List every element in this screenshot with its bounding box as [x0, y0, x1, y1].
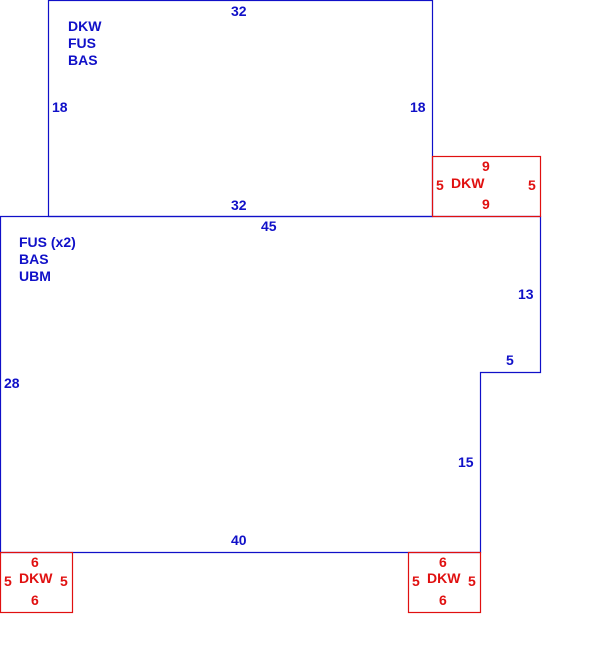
bottom-left-deck-outline	[0, 551, 74, 614]
bottom-left-deck-left-dimension: 5	[4, 573, 12, 589]
bottom-right-deck-bottom-dimension: 6	[439, 592, 447, 608]
lower-block-notch-step-dimension: 5	[506, 352, 514, 368]
bottom-left-deck-right-dimension: 5	[60, 573, 68, 589]
right-deck-top-dimension: 9	[482, 158, 490, 174]
bottom-right-deck-top-dimension: 6	[439, 554, 447, 570]
upper-block-left-dimension: 18	[52, 99, 68, 115]
lower-block-right-upper-dimension: 13	[518, 286, 534, 302]
lower-block-right-lower-dimension: 15	[458, 454, 474, 470]
bottom-left-deck-bottom-dimension: 6	[31, 592, 39, 608]
right-deck-label: DKW	[451, 175, 485, 191]
bottom-right-deck-right-dimension: 5	[468, 573, 476, 589]
bottom-left-deck-top-dimension: 6	[31, 554, 39, 570]
upper-block-bottom-dimension: 32	[231, 197, 247, 213]
area-code: FUS	[68, 35, 96, 51]
lower-block-left-dimension: 28	[4, 375, 20, 391]
upper-block-outline	[47, 0, 434, 218]
right-deck-left-dimension: 5	[436, 177, 444, 193]
right-deck-right-dimension: 5	[528, 177, 536, 193]
area-code: FUS (x2)	[19, 234, 76, 250]
bottom-right-deck-outline	[407, 551, 482, 614]
upper-block-right-dimension: 18	[410, 99, 426, 115]
area-code: BAS	[68, 52, 98, 68]
bottom-right-deck-label: DKW	[427, 570, 461, 586]
lower-block-outline	[0, 215, 542, 554]
bottom-left-deck-label: DKW	[19, 570, 53, 586]
right-deck-bottom-dimension: 9	[482, 196, 490, 212]
upper-block-top-dimension: 32	[231, 3, 247, 19]
lower-block-bottom-dimension: 40	[231, 532, 247, 548]
lower-block-top-dimension: 45	[261, 218, 277, 234]
area-code: DKW	[68, 18, 102, 34]
area-code: UBM	[19, 268, 51, 284]
upper-block-area-codes: DKW FUS BAS	[68, 18, 101, 69]
bottom-right-deck-left-dimension: 5	[412, 573, 420, 589]
right-deck-outline	[431, 155, 542, 218]
area-code: BAS	[19, 251, 49, 267]
lower-block-area-codes: FUS (x2) BAS UBM	[19, 234, 76, 285]
